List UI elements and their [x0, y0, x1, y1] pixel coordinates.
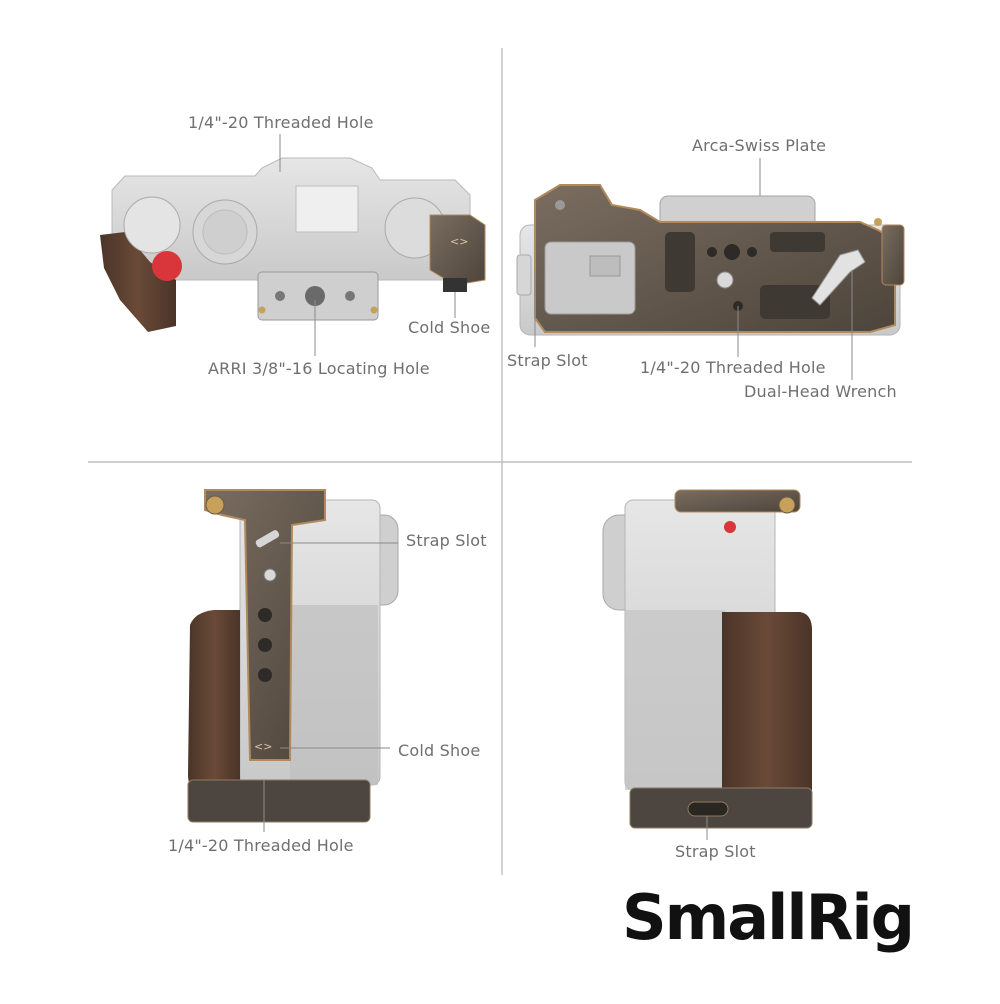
label-top-threaded-hole: 1/4"-20 Threaded Hole	[188, 113, 374, 132]
label-dual-head-wrench: Dual-Head Wrench	[744, 382, 897, 401]
label-left-cold-shoe: Cold Shoe	[398, 741, 481, 760]
camera-bottom-view-illustration	[516, 184, 905, 336]
label-bottom-threaded-hole: 1/4"-20 Threaded Hole	[640, 358, 826, 377]
brand-logo: SmallRig	[622, 881, 915, 954]
svg-text:<>: <>	[450, 235, 468, 248]
camera-right-side-illustration	[602, 489, 813, 829]
camera-top-view-illustration: <>	[100, 157, 486, 332]
label-arri-locating-hole: ARRI 3/8"-16 Locating Hole	[208, 359, 430, 378]
label-left-threaded-hole: 1/4"-20 Threaded Hole	[168, 836, 354, 855]
label-bottom-strap-slot: Strap Slot	[507, 351, 588, 370]
label-left-strap-slot: Strap Slot	[406, 531, 487, 550]
svg-text:<>: <>	[254, 740, 272, 753]
label-right-strap-slot: Strap Slot	[675, 842, 756, 861]
camera-left-side-illustration: <>	[187, 489, 399, 823]
label-arca-swiss-plate: Arca-Swiss Plate	[692, 136, 827, 155]
label-top-cold-shoe: Cold Shoe	[408, 318, 491, 337]
